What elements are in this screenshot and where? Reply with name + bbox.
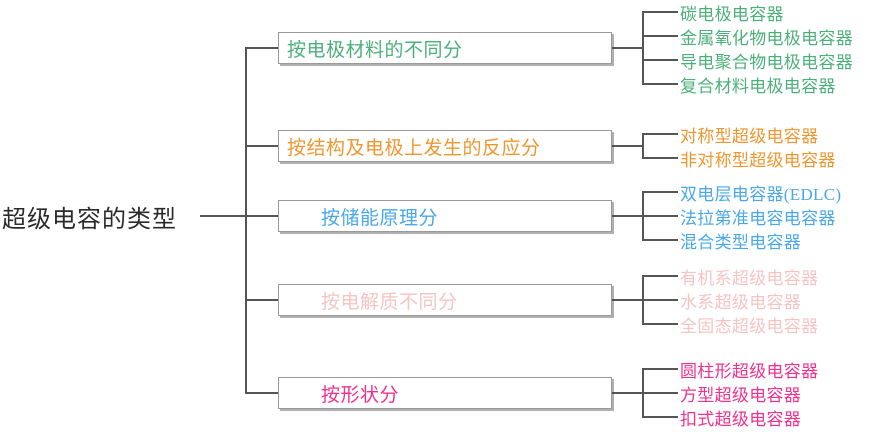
leaf-stem-3-2 — [642, 215, 678, 217]
leaf-node-4-2[interactable]: 水系超级电容器 — [680, 292, 802, 312]
branch-label-4: 按电解质不同分 — [321, 291, 458, 313]
leaf-node-5-2[interactable]: 方型超级电容器 — [680, 385, 802, 405]
branch-box-1[interactable]: 按电极材料的不同分 — [278, 32, 612, 64]
leaf-stem-3-3 — [642, 239, 678, 241]
leaf-stem-4-2 — [642, 299, 678, 301]
branch-out-stem-2 — [612, 145, 644, 147]
branch-stem-1 — [245, 47, 278, 49]
leaf-node-5-3[interactable]: 扣式超级电容器 — [680, 409, 802, 429]
leaf-stem-5-1 — [642, 368, 678, 370]
leaf-spine-1 — [642, 11, 644, 85]
leaf-node-3-2[interactable]: 法拉第准电容电容器 — [680, 208, 836, 228]
leaf-stem-4-3 — [642, 323, 678, 325]
leaf-stem-5-2 — [642, 392, 678, 394]
branch-stem-5 — [245, 392, 278, 394]
leaf-stem-2-1 — [642, 133, 678, 135]
branch-out-stem-3 — [612, 215, 644, 217]
leaf-stem-1-4 — [642, 83, 678, 85]
branch-out-stem-1 — [612, 47, 644, 49]
branch-box-2[interactable]: 按结构及电极上发生的反应分 — [278, 130, 612, 162]
branch-label-2: 按结构及电极上发生的反应分 — [287, 137, 541, 159]
leaf-stem-1-1 — [642, 11, 678, 13]
leaf-stem-2-2 — [642, 157, 678, 159]
branch-out-stem-4 — [612, 299, 644, 301]
leaf-node-1-1[interactable]: 碳电极电容器 — [680, 4, 784, 24]
root-node: 超级电容的类型 — [2, 206, 177, 233]
main-trunk — [245, 47, 247, 394]
leaf-node-2-1[interactable]: 对称型超级电容器 — [680, 126, 819, 146]
leaf-node-3-3[interactable]: 混合类型电容器 — [680, 232, 802, 252]
branch-box-4[interactable]: 按电解质不同分 — [278, 284, 612, 316]
root-stem — [200, 215, 245, 217]
leaf-node-2-2[interactable]: 非对称型超级电容器 — [680, 150, 836, 170]
leaf-node-4-1[interactable]: 有机系超级电容器 — [680, 268, 819, 288]
leaf-node-1-3[interactable]: 导电聚合物电极电容器 — [680, 52, 853, 72]
branch-stem-3 — [245, 215, 278, 217]
branch-label-3: 按储能原理分 — [321, 207, 439, 229]
branch-stem-2 — [245, 145, 278, 147]
leaf-node-4-3[interactable]: 全固态超级电容器 — [680, 316, 819, 336]
leaf-node-5-1[interactable]: 圆柱形超级电容器 — [680, 361, 819, 381]
branch-out-stem-5 — [612, 392, 644, 394]
branch-label-1: 按电极材料的不同分 — [287, 39, 463, 61]
leaf-node-1-2[interactable]: 金属氧化物电极电容器 — [680, 28, 853, 48]
leaf-stem-3-1 — [642, 191, 678, 193]
leaf-spine-2 — [642, 133, 644, 159]
leaf-stem-4-1 — [642, 275, 678, 277]
leaf-node-3-1[interactable]: 双电层电容器(EDLC) — [680, 184, 842, 204]
branch-box-5[interactable]: 按形状分 — [278, 377, 612, 409]
leaf-stem-1-3 — [642, 59, 678, 61]
leaf-stem-1-2 — [642, 35, 678, 37]
leaf-node-1-4[interactable]: 复合材料电极电容器 — [680, 76, 836, 96]
branch-stem-4 — [245, 299, 278, 301]
branch-label-5: 按形状分 — [321, 384, 400, 406]
leaf-stem-5-3 — [642, 416, 678, 418]
branch-box-3[interactable]: 按储能原理分 — [278, 200, 612, 232]
